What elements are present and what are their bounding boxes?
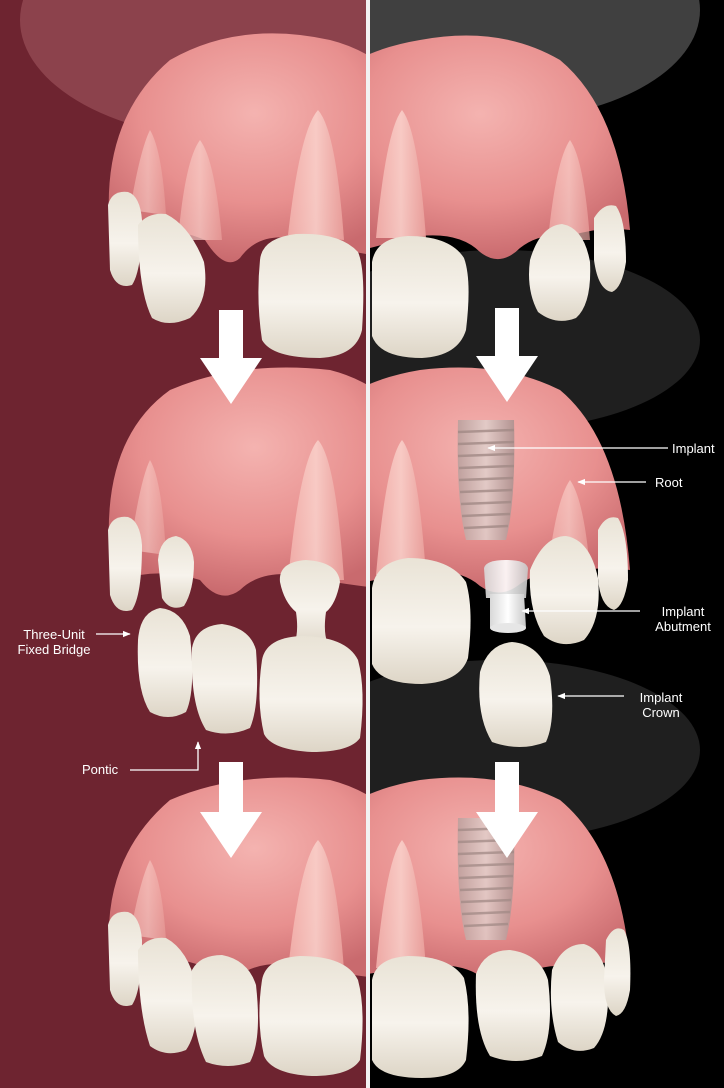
bridge-row-2	[108, 368, 400, 753]
bridge-label-line2: Fixed Bridge	[8, 642, 100, 657]
divider	[366, 0, 370, 1088]
crown-label-line2: Crown	[628, 705, 694, 720]
abutment-label-line2: Abutment	[644, 619, 722, 634]
bridge-label-line1: Three-Unit	[8, 627, 100, 642]
pontic-label: Pontic	[82, 762, 118, 777]
root-label: Root	[655, 475, 682, 490]
crown-label-line1: Implant	[628, 690, 694, 705]
abutment-label-line1: Implant	[644, 604, 722, 619]
implant-abutment	[484, 560, 528, 633]
abutment-label: Implant Abutment	[644, 604, 722, 634]
implant-label: Implant	[672, 441, 715, 456]
bridge-label: Three-Unit Fixed Bridge	[8, 627, 100, 657]
implant-screw	[458, 420, 515, 540]
crown-label: Implant Crown	[628, 690, 694, 720]
